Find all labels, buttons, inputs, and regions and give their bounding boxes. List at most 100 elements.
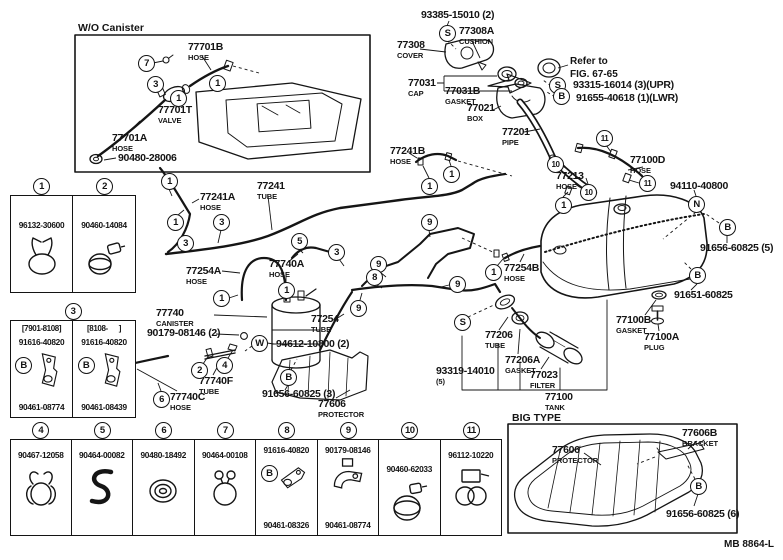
callout-1: 1 (170, 90, 187, 107)
date-range: [8108- ] (87, 324, 121, 333)
callout-S: S (439, 25, 456, 42)
legend-box-1: 96132-30600 (10, 195, 73, 293)
part-label-94612-10800-2-: 94612-10800 (2) (276, 338, 350, 350)
legend-top-headers: 1 2 (10, 177, 136, 195)
legend-box-7: 90464-00108 (194, 439, 256, 536)
part-number: 90461-08326 (263, 520, 310, 530)
legend-top: 1 2 96132-30600 90460-14084 (10, 177, 136, 293)
callout-W: W (251, 335, 268, 352)
date-range: [7901-8108] (21, 324, 62, 333)
doc-reference: MB 8864-L (724, 539, 775, 550)
callout-1: 1 (421, 178, 438, 195)
bracket-icon (280, 467, 305, 489)
callout-4: 4 (216, 357, 233, 374)
callout-1: 1 (213, 290, 230, 307)
callout-B: B (260, 465, 278, 482)
legend-callout-11: 11 (462, 421, 480, 439)
legend-callout-10: 10 (401, 421, 419, 439)
callout-3: 3 (177, 235, 194, 252)
callout-11: 11 (596, 130, 613, 147)
part-number: 90464-00082 (78, 450, 125, 460)
legend-box-5: 90464-00082 (71, 439, 133, 536)
screw-clamp-icon (88, 242, 126, 275)
bolt-number: 91616-40820 (18, 337, 65, 347)
legend-callout-8: 8 (278, 421, 296, 439)
callout-6: 6 (153, 391, 170, 408)
legend-callout-4: 4 (32, 421, 50, 439)
grommet-icon (149, 479, 177, 503)
legend-callout-6: 6 (155, 421, 173, 439)
part-label-93319-14010: 93319-14010(5) (436, 365, 495, 386)
callout-11: 11 (639, 175, 656, 192)
legend-callout-3: 3 (64, 302, 82, 320)
part-number: 90460-62033 (386, 464, 433, 474)
callout-B: B (15, 357, 32, 374)
legend-box-10: 90460-62033 (379, 439, 441, 536)
part-label-94110-40800: 94110-40800 (670, 180, 729, 192)
spring-clamp-icon (27, 237, 56, 275)
part-number: 90480-18492 (140, 450, 187, 460)
part-number: 90467-12058 (17, 450, 64, 460)
legend-box-3-late: [8108- ] 91616-40820 B 90461-08439 (73, 320, 136, 418)
refer-note-line2: FIG. 67-65 (570, 68, 618, 80)
part-label-90179-08146-2-: 90179-08146 (2) (147, 327, 221, 339)
legend-bottom: 4 5 6 7 8 9 10 11 90467-12058 90464-0008… (10, 421, 502, 536)
worm-clamp-icon (393, 482, 428, 521)
callout-10: 10 (547, 156, 564, 173)
big-type-title: BIG TYPE (512, 412, 562, 424)
wire-clip-icon (25, 471, 56, 506)
callout-7: 7 (138, 55, 155, 72)
legend-bottom-headers: 4 5 6 7 8 9 10 11 (10, 421, 502, 439)
legend-box-4: 90467-12058 (10, 439, 72, 536)
callout-9: 9 (421, 214, 438, 231)
callout-1: 1 (278, 282, 295, 299)
wo-canister-title: W/O Canister (78, 22, 144, 34)
part-number: 96132-30600 (18, 220, 65, 230)
callout-S: S (454, 314, 471, 331)
part-label-91656-60825-5-: 91656-60825 (5) (700, 242, 774, 254)
part-number: 96112-10220 (448, 450, 494, 460)
refer-note-line1: Refer to (570, 56, 608, 67)
bracket-icon (104, 353, 121, 387)
double-clamp-icon (455, 469, 489, 506)
callout-B: B (280, 369, 297, 386)
bolt-number: 91616-40820 (263, 445, 310, 455)
ring-clip-icon (213, 470, 237, 506)
part-label-90480-28006: 90480-28006 (118, 152, 177, 164)
callout-B: B (553, 88, 570, 105)
callout-3: 3 (213, 214, 230, 231)
bolt-number: 91616-40820 (81, 337, 127, 347)
legend-callout-2: 2 (96, 177, 113, 195)
part-label-93385-15010-2-: 93385-15010 (2) (421, 9, 495, 21)
legend-box-9: 90179-08146 90461-08774 (317, 439, 379, 536)
legend-box-3-early: [7901-8108] 91616-40820 B 90461-08774 (10, 320, 73, 418)
part-label-93315-16014-3-upr-: 93315-16014 (3)(UPR) (573, 79, 674, 91)
callout-1: 1 (209, 75, 226, 92)
callout-1: 1 (443, 166, 460, 183)
legend-callout-9: 9 (339, 421, 357, 439)
